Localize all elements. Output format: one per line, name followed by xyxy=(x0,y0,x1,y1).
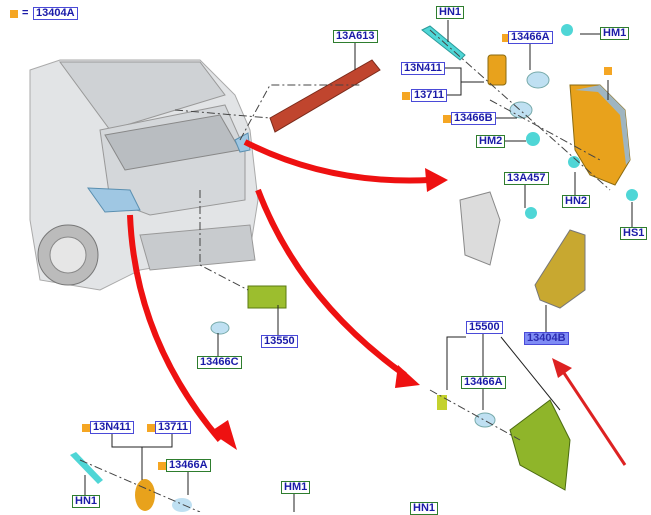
clip[interactable] xyxy=(525,207,537,219)
part-label-hm2[interactable]: HM2 xyxy=(476,135,506,148)
reverse-lamp[interactable] xyxy=(509,399,571,491)
bulb-socket[interactable] xyxy=(487,54,507,86)
high-mount-stop-lamp[interactable] xyxy=(269,59,381,133)
part-label-hm1[interactable]: HM1 xyxy=(600,27,630,40)
part-label-13550[interactable]: 13550 xyxy=(261,335,298,348)
part-label-13466a[interactable]: 13466A xyxy=(508,31,553,44)
bulb[interactable] xyxy=(509,101,533,119)
part-label-13466c[interactable]: 13466C xyxy=(197,356,242,369)
orange-square-icon xyxy=(158,462,166,470)
part-label-hn2[interactable]: HN2 xyxy=(562,195,591,208)
clip[interactable] xyxy=(626,189,638,201)
vehicle-illustration xyxy=(29,59,259,291)
part-label-15500[interactable]: 15500 xyxy=(466,321,503,334)
red-arrows xyxy=(127,139,627,466)
part-label-hn1[interactable]: HN1 xyxy=(436,6,465,19)
license-lamp[interactable] xyxy=(247,285,287,309)
part-label-hm1[interactable]: HM1 xyxy=(281,481,311,494)
orange-square-icon xyxy=(402,92,410,100)
part-label-13466a[interactable]: 13466A xyxy=(166,459,211,472)
part-label-hn1[interactable]: HN1 xyxy=(72,495,101,508)
legend-part-label[interactable]: 13404A xyxy=(33,7,78,20)
part-label-13711[interactable]: 13711 xyxy=(155,421,191,434)
orange-square-icon xyxy=(82,424,90,432)
part-label-13n411[interactable]: 13N411 xyxy=(401,62,445,75)
orange-square-icon xyxy=(604,67,612,75)
clip[interactable] xyxy=(526,132,540,146)
legend-equals: = xyxy=(22,7,29,19)
assembly-lines xyxy=(79,29,611,512)
part-label-13a457[interactable]: 13A457 xyxy=(504,172,549,185)
part-label-13n411[interactable]: 13N411 xyxy=(90,421,134,434)
rear-lamp-housing[interactable] xyxy=(569,84,631,186)
orange-square-icon xyxy=(443,115,451,123)
part-label-13404b-selected[interactable]: 13404B xyxy=(524,332,569,345)
leader-lines xyxy=(84,20,633,512)
orange-square-icon xyxy=(10,10,18,18)
orange-square-icon xyxy=(502,34,510,42)
part-label-hn1[interactable]: HN1 xyxy=(410,502,439,515)
rear-lamp-lower[interactable] xyxy=(534,229,586,309)
part-label-13711[interactable]: 13711 xyxy=(411,89,447,102)
part-label-13466a[interactable]: 13466A xyxy=(461,376,506,389)
bulb[interactable] xyxy=(526,71,550,89)
part-label-13a613[interactable]: 13A613 xyxy=(333,30,378,43)
clip[interactable] xyxy=(561,24,573,36)
clip[interactable] xyxy=(568,156,580,168)
part-label-hs1[interactable]: HS1 xyxy=(620,227,648,240)
orange-square-icon xyxy=(147,424,155,432)
part-label-13466b[interactable]: 13466B xyxy=(451,112,496,125)
